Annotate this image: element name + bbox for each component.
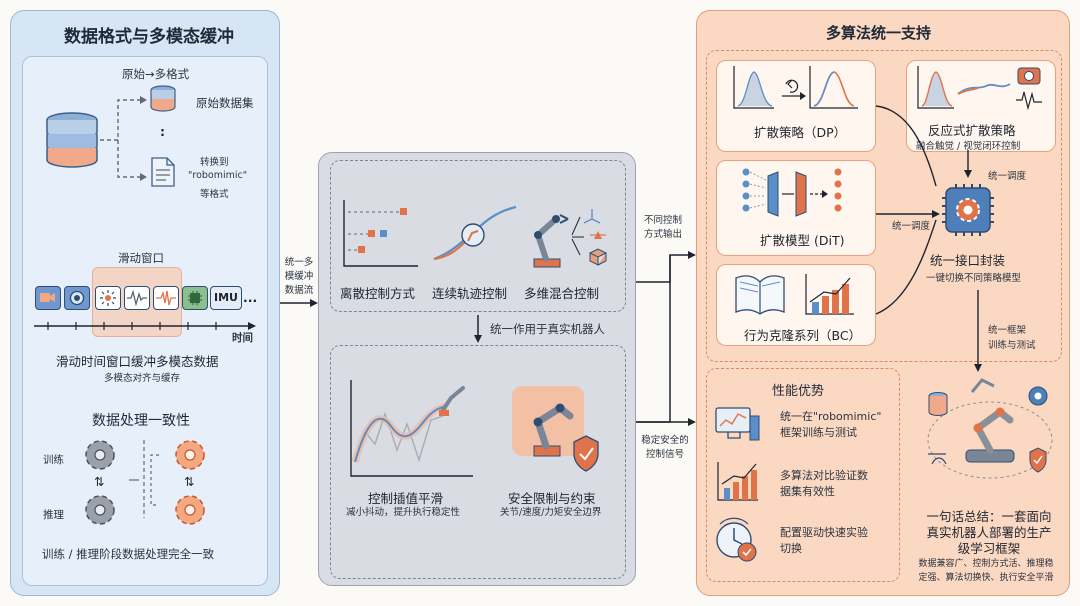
monitor-chart-icon	[715, 407, 760, 441]
arrow-mid-bottom-label-1: 稳定安全的	[641, 435, 689, 446]
robot-arm-axes-icon	[533, 209, 608, 268]
more-modalities: ...	[243, 290, 258, 305]
execution-box	[330, 345, 626, 579]
arrow-reactive-to-chip	[964, 150, 972, 178]
algorithms-box	[706, 50, 1062, 362]
apply-real-label: 统一作用于真实机器人	[490, 322, 605, 336]
train-label: 训练	[43, 454, 64, 466]
video-icon	[35, 286, 61, 310]
schedule-label-2: 统一调度	[892, 221, 931, 232]
discrete-control-label: 离散控制方式	[340, 286, 416, 301]
dashed-divider	[129, 440, 159, 518]
perf-3-line-1: 配置驱动快速实验	[780, 526, 868, 539]
interface-subtitle: 一键切换不同策略模型	[926, 273, 1022, 284]
raw-dataset-icon	[150, 85, 176, 112]
convert-line-1: 转换到	[200, 157, 229, 168]
dit-label: 扩散模型 (DiT)	[760, 233, 845, 248]
summary-sub-line-2: 定强、算法切换快、执行安全平滑	[918, 573, 1054, 583]
framework-label-2: 训练与测试	[988, 340, 1036, 351]
summary-line-2: 真实机器人部署的生产	[926, 525, 1052, 540]
summary-robot-illustration	[927, 378, 1053, 479]
perf-1-line-1: 统一在"robomimic"	[780, 410, 882, 423]
sliding-window-label: 滑动窗口	[118, 251, 164, 265]
perf-1-line-2: 框架训练与测试	[780, 426, 857, 439]
summary-line-1: 一句话总结：一套面向	[926, 509, 1052, 524]
summary-sub-line-1: 数据兼容广、控制方式活、推理稳	[918, 559, 1054, 569]
arrows-mid-to-right	[636, 251, 696, 426]
bar-growth-icon	[717, 462, 758, 501]
gear-icon-train-orange	[175, 440, 205, 470]
buffer-subtitle: 多模态对齐与缓存	[104, 373, 181, 384]
chip-icon	[182, 286, 208, 310]
imu-badge: IMU	[210, 286, 242, 310]
schedule-arrows	[875, 105, 940, 315]
continuous-trajectory-icon	[433, 205, 517, 261]
unified-chip-icon	[942, 184, 994, 236]
gear-icon-train-gray	[85, 440, 115, 470]
arrow-left-label-3: 数据流	[284, 285, 314, 296]
continuous-control-label: 连续轨迹控制	[432, 286, 508, 301]
bc-book-chart-icon	[735, 274, 854, 315]
robot-shield-icon	[533, 403, 599, 472]
arrow-mid-bottom-label-2: 控制信号	[645, 449, 684, 460]
raw-to-multi-label: 原始→多格式	[122, 67, 190, 81]
signal-icon	[153, 286, 179, 310]
buffer-title: 滑动时间窗口缓冲多模态数据	[56, 354, 219, 369]
gear-icon-infer-gray	[85, 495, 115, 525]
bc-label: 行为克隆系列（BC）	[744, 328, 862, 343]
framework-label-1: 统一框架	[988, 325, 1027, 336]
dp-label: 扩散策略（DP）	[754, 125, 847, 140]
raw-dataset-label: 原始数据集	[196, 96, 254, 110]
reactive-label: 反应式扩散策略	[928, 123, 1016, 138]
consistency-title: 数据处理一致性	[92, 413, 190, 429]
ellipsis-mark: :	[160, 124, 165, 139]
arrow-left-label-1: 统一多	[284, 257, 314, 268]
performance-box	[706, 368, 900, 582]
infer-label: 推理	[43, 509, 64, 521]
smoothing-subtitle: 减小抖动，提升执行稳定性	[346, 507, 461, 518]
reactive-policy-icon	[917, 66, 1042, 111]
summary-line-3: 级学习框架	[957, 541, 1021, 556]
safety-title: 安全限制与约束	[508, 491, 596, 506]
arrow-mid-top-label-2: 方式输出	[643, 229, 682, 240]
safety-subtitle: 关节/速度/力矩安全边界	[500, 507, 602, 518]
arrow-left-to-mid	[280, 299, 318, 307]
performance-title: 性能优势	[772, 384, 825, 399]
perf-2-line-1: 多算法对比验证数	[780, 469, 868, 482]
multi-dim-control-label: 多维混合控制	[524, 286, 600, 301]
consistency-subtitle: 训练 / 推理阶段数据处理完全一致	[42, 547, 215, 561]
discrete-control-icon	[343, 200, 418, 267]
arrow-apply-down	[474, 315, 482, 343]
database-icon	[46, 112, 98, 168]
smoothing-plot-icon	[350, 380, 473, 477]
sync-arrow-left: ⇅	[94, 474, 105, 489]
clock-check-icon	[716, 517, 757, 562]
branch-arrows	[100, 96, 147, 181]
interface-label: 统一接口封装	[930, 253, 1006, 268]
gear-icon-infer-orange	[175, 495, 205, 525]
document-icon	[151, 157, 175, 187]
camera-lens-icon	[64, 286, 90, 310]
convert-line-2: "robomimic"	[188, 170, 248, 181]
arrow-framework-down	[974, 290, 982, 372]
perf-3-line-2: 切换	[780, 542, 802, 555]
arrow-mid-top-label-1: 不同控制	[643, 215, 682, 226]
left-panel-title: 数据格式与多模态缓冲	[64, 27, 234, 47]
control-modes-box	[330, 160, 626, 312]
sync-arrow-right: ⇅	[184, 474, 195, 489]
right-panel-title: 多算法统一支持	[826, 24, 932, 42]
time-axis	[34, 322, 256, 330]
schedule-label-1: 统一调度	[988, 171, 1027, 182]
dit-network-icon	[742, 168, 842, 217]
sensor-burst-icon	[95, 286, 121, 310]
convert-line-3: 等格式	[200, 189, 229, 200]
arrow-left-label-2: 模缓冲	[284, 271, 314, 282]
dp-distribution-icon	[733, 66, 858, 109]
reactive-subtitle: 融合触觉 / 视觉闭环控制	[916, 141, 1021, 152]
time-axis-label: 时间	[232, 332, 253, 344]
smoothing-title: 控制插值平滑	[368, 491, 444, 506]
waveform-icon	[124, 286, 150, 310]
perf-2-line-2: 据集有效性	[780, 485, 835, 498]
